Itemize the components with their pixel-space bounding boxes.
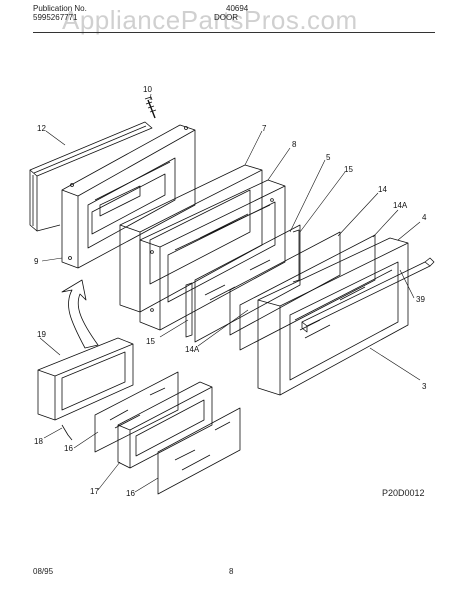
glass-bracket-part [185,229,300,338]
drawer-glass-lower-part [157,407,241,495]
insulation-14a-part [239,234,376,351]
page-number: 8 [229,567,234,576]
callout-8: 8 [292,140,297,149]
outer-door-panel-part [257,237,409,396]
callout-14: 14 [378,185,387,194]
callout-16-upper: 16 [64,444,73,453]
drawer-frame-part [37,337,134,441]
callout-17: 17 [90,487,99,496]
callout-15-top: 15 [344,165,353,174]
callout-4: 4 [422,213,427,222]
model-number: 40694 [226,4,249,13]
callout-16-lower: 16 [126,489,135,498]
header-rule [33,32,435,33]
screw-part [144,96,157,119]
callout-9: 9 [34,257,39,266]
drawer-glass-upper-part [94,371,179,453]
publication-label: Publication No. [33,4,87,13]
inner-door-liner-part [61,124,196,269]
inner-glass-part [194,224,301,343]
publication-number: 5995267771 [33,13,78,22]
callout-18: 18 [34,437,43,446]
callout-39: 39 [416,295,425,304]
callout-3: 3 [422,382,427,391]
callout-15-bottom: 15 [146,337,155,346]
diagram-code: P20D0012 [382,488,425,498]
door-handle-part [301,257,435,333]
direction-arrow [61,279,99,349]
glass-retainer-part [139,179,286,331]
callout-14a-top: 14A [393,201,408,210]
callout-14a-bottom: 14A [185,345,200,354]
callout-19: 19 [37,330,46,339]
insulation-part [229,231,341,336]
section-title: DOOR [214,13,238,22]
callout-10: 10 [143,85,152,94]
callout-5: 5 [326,153,331,162]
drawer-front-frame-part [117,381,213,469]
callout-12: 12 [37,124,46,133]
callout-7: 7 [262,124,267,133]
leader-lines [39,93,421,493]
publication-date: 08/95 [33,567,54,576]
door-seal-part [29,121,153,232]
